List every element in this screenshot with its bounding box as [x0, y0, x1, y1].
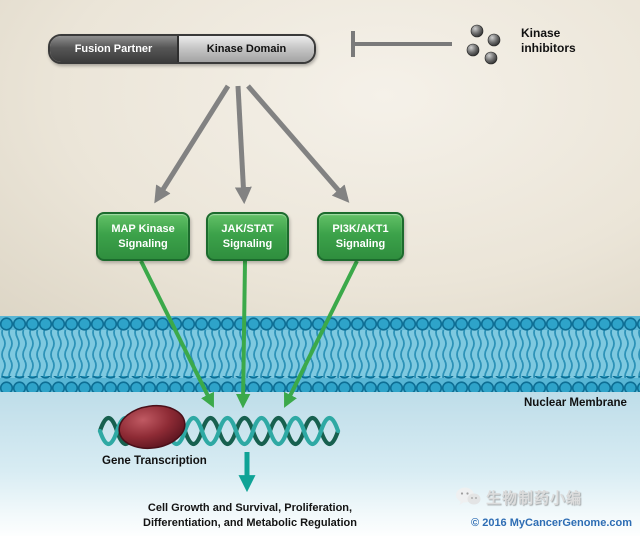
nuclear-membrane-label: Nuclear Membrane	[524, 397, 627, 409]
outcome-text-line2: Differentiation, and Metabolic Regulatio…	[143, 516, 357, 529]
kinase-domain-label: Kinase Domain	[206, 43, 287, 55]
watermark-text: 生物制药小编	[486, 489, 583, 507]
fusion-partner-label: Fusion Partner	[74, 43, 153, 55]
fusion-partner-segment: Fusion Partner	[50, 36, 179, 62]
fusion-protein-bar: Fusion Partner Kinase Domain	[48, 34, 316, 64]
pathway-box-map-kinase: MAP Kinase Signaling	[96, 212, 190, 261]
pathway-box-jak-stat-line1: JAK/STAT	[221, 223, 274, 236]
kinase-domain-segment: Kinase Domain	[179, 36, 314, 62]
pathway-box-pi3k-akt1: PI3K/AKT1 Signaling	[317, 212, 404, 261]
wechat-icon	[456, 487, 481, 505]
pathway-box-map-kinase-line1: MAP Kinase	[111, 223, 175, 236]
nuclear-membrane-graphic	[0, 316, 640, 392]
kinase-inhibitors-label: Kinase inhibitors	[521, 26, 576, 56]
pathway-box-map-kinase-line2: Signaling	[118, 237, 168, 250]
pathway-box-jak-stat-line2: Signaling	[222, 237, 273, 250]
outcome-text: Cell Growth and Survival, Proliferation,…	[90, 501, 410, 531]
pathway-box-pi3k-akt1-line2: Signaling	[335, 237, 386, 250]
watermark: 生物制药小编	[455, 486, 582, 508]
kinase-inhibitors-label-line2: inhibitors	[521, 41, 576, 55]
outcome-text-line1: Cell Growth and Survival, Proliferation,	[147, 502, 353, 514]
gene-transcription-label: Gene Transcription	[102, 455, 207, 467]
copyright-text: © 2016 MyCancerGenome.com	[471, 517, 632, 529]
kinase-inhibitors-label-line1: Kinase	[521, 26, 561, 40]
pathway-box-pi3k-akt1-line1: PI3K/AKT1	[332, 223, 389, 236]
pathway-box-jak-stat: JAK/STAT Signaling	[206, 212, 289, 261]
